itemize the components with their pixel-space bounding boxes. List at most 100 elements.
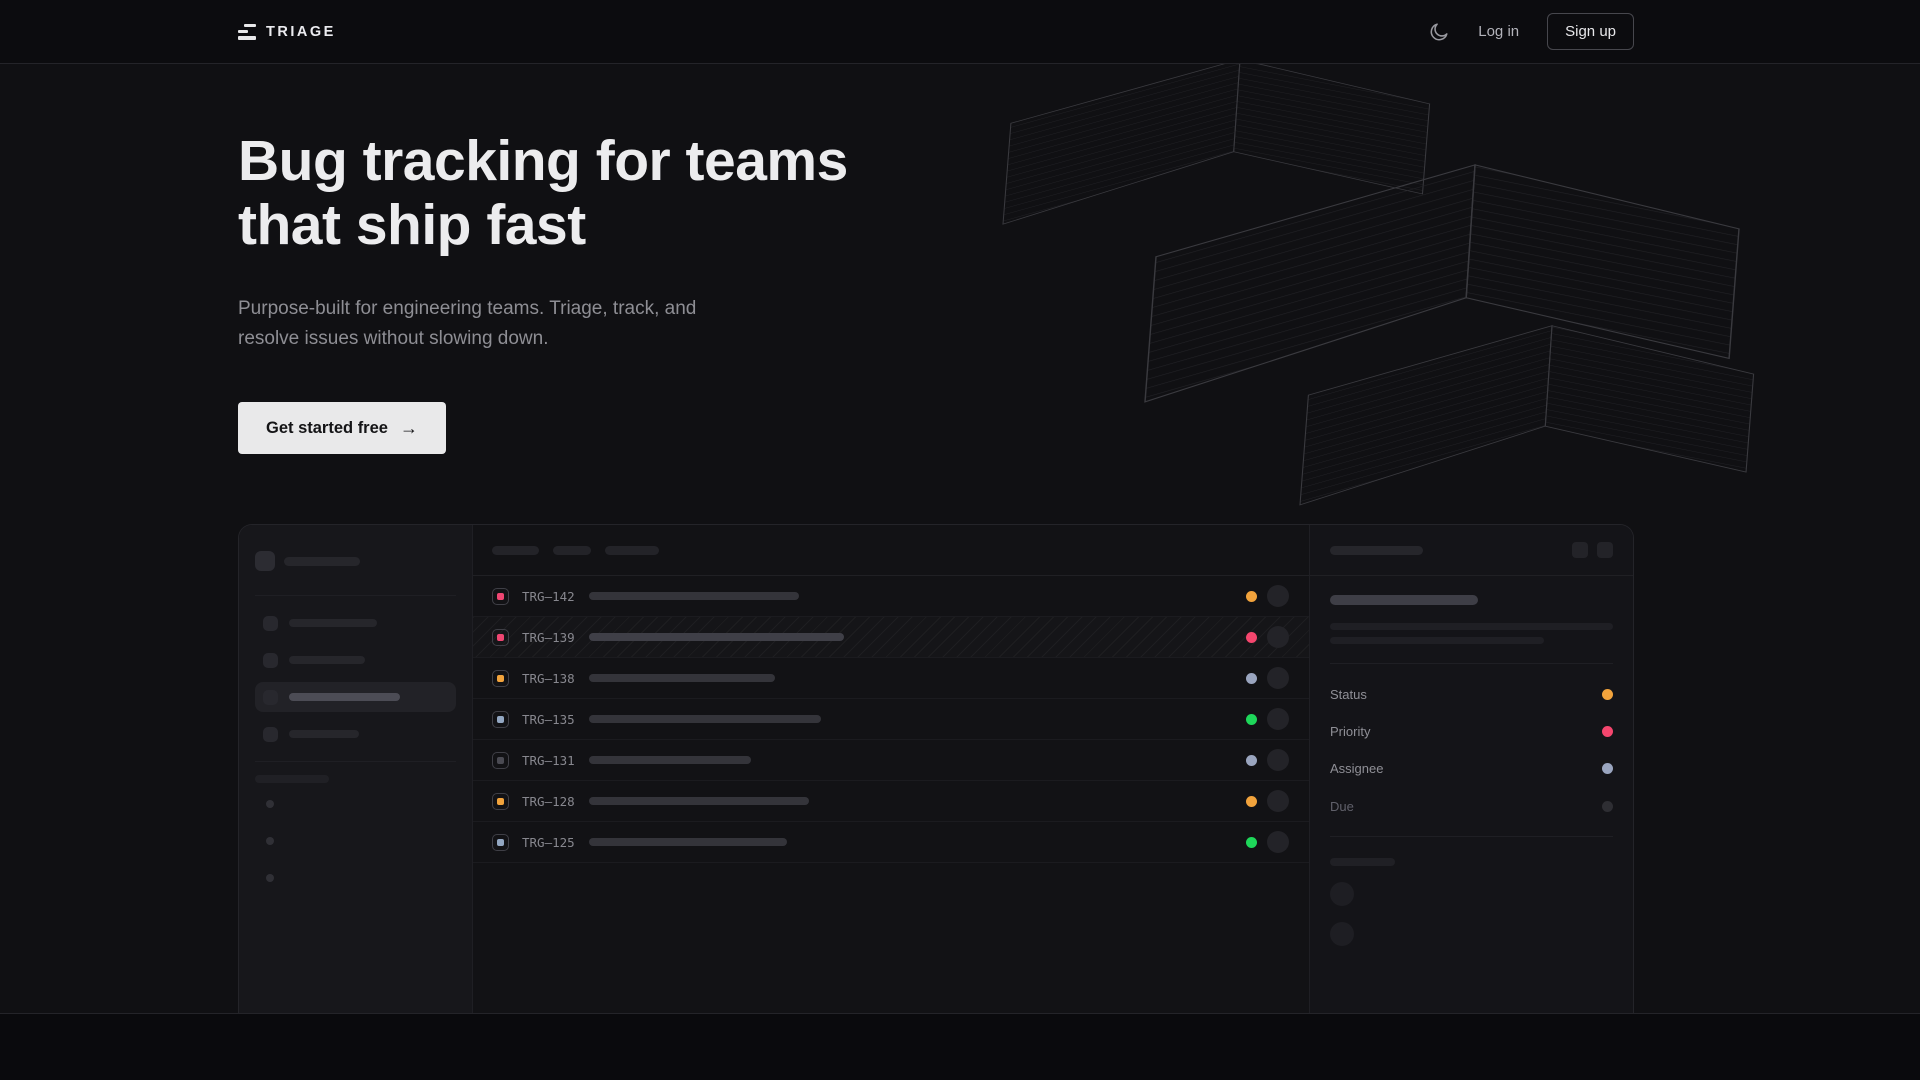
priority-icon xyxy=(492,710,509,728)
mockup-sidebar-dots xyxy=(266,800,456,883)
detail-fields: Status Priority Assignee xyxy=(1330,675,1613,825)
issue-id: TRG–135 xyxy=(522,711,575,727)
issue-detail-panel: Status Priority Assignee xyxy=(1309,525,1633,1013)
log-in-link[interactable]: Log in xyxy=(1478,23,1520,40)
get-started-label: Get started free xyxy=(266,418,388,437)
mockup-sidebar xyxy=(239,525,473,1013)
assignee-avatar xyxy=(1267,585,1289,608)
hero-title-line1: Bug tracking for teams xyxy=(238,129,848,193)
issue-row: TRG–131 xyxy=(473,740,1309,782)
hero-title-line2: that ship fast xyxy=(238,192,586,257)
issue-title-skeleton xyxy=(588,756,751,765)
status-dot xyxy=(1246,590,1257,602)
assignee-avatar xyxy=(1267,831,1289,854)
detail-action-icon xyxy=(1597,542,1613,559)
nav-item-icon xyxy=(263,652,278,668)
field-value-dot xyxy=(1602,763,1613,775)
hero-subtitle: Purpose-built for engineering teams. Tri… xyxy=(238,297,697,350)
priority-icon xyxy=(492,628,509,646)
issue-row: TRG–125 xyxy=(473,822,1309,864)
triage-logo-icon xyxy=(238,23,256,40)
hero-section: Bug tracking for teams that ship fast Pu… xyxy=(0,64,1920,1013)
issue-title-skeleton xyxy=(588,633,844,642)
detail-field-row: Due xyxy=(1330,788,1613,825)
issue-id: TRG–128 xyxy=(522,793,575,809)
brand[interactable]: TRIAGE xyxy=(238,23,336,40)
priority-icon xyxy=(492,833,509,851)
workspace-avatar xyxy=(255,551,275,572)
field-label: Priority xyxy=(1330,724,1371,740)
issue-row: TRG–128 xyxy=(473,781,1309,823)
divider xyxy=(255,761,456,763)
status-dot xyxy=(1246,795,1257,807)
assignee-avatar xyxy=(1267,790,1289,813)
nav-item-icon xyxy=(263,726,278,742)
assignee-avatar xyxy=(1267,667,1289,690)
field-value-dot xyxy=(1602,688,1613,700)
mockup-workspace-switcher xyxy=(255,551,456,572)
assignee-avatar xyxy=(1267,626,1289,649)
field-label: Status xyxy=(1330,686,1367,702)
nav-item-icon xyxy=(263,689,278,705)
activity-avatar xyxy=(1330,922,1354,946)
get-started-button[interactable]: Get started free → xyxy=(238,402,446,455)
issue-row: TRG–138 xyxy=(473,658,1309,700)
workspace-name-skeleton xyxy=(284,556,360,566)
theme-toggle-button[interactable] xyxy=(1428,21,1450,43)
issue-row: TRG–135 xyxy=(473,699,1309,741)
assignee-avatar xyxy=(1267,749,1289,772)
brand-name: TRIAGE xyxy=(266,23,336,40)
issue-list-header xyxy=(473,525,1309,577)
priority-icon xyxy=(492,792,509,810)
field-value-dot xyxy=(1602,800,1613,812)
field-label: Due xyxy=(1330,798,1354,814)
mockup-nav-item xyxy=(255,645,456,675)
issue-list: TRG–142 TRG–139 xyxy=(473,525,1309,1013)
detail-header xyxy=(1310,525,1633,577)
detail-title-skeleton xyxy=(1330,545,1423,555)
issue-id: TRG–138 xyxy=(522,670,575,686)
priority-icon xyxy=(492,587,509,605)
issue-id: TRG–131 xyxy=(522,752,575,768)
issue-row: TRG–139 xyxy=(473,617,1309,659)
sign-up-button[interactable]: Sign up xyxy=(1547,13,1634,50)
mockup-nav-item xyxy=(255,719,456,749)
assignee-avatar xyxy=(1267,708,1289,731)
app-preview-illustration: TRG–142 TRG–139 xyxy=(238,524,1634,1013)
issue-title-skeleton xyxy=(588,592,799,601)
issue-id: TRG–125 xyxy=(522,834,575,850)
hero-title: Bug tracking for teams that ship fast xyxy=(238,129,1634,258)
next-section-band xyxy=(0,1013,1920,1080)
status-dot xyxy=(1246,836,1257,848)
issue-row: TRG–142 xyxy=(473,576,1309,618)
priority-icon xyxy=(492,669,509,687)
status-dot xyxy=(1246,672,1257,684)
issue-title-skeleton xyxy=(588,715,821,724)
issue-id: TRG–142 xyxy=(522,588,575,604)
detail-action-icon xyxy=(1572,542,1588,559)
issue-title-skeleton xyxy=(1330,595,1478,606)
description-skeleton xyxy=(1330,623,1613,631)
issue-id: TRG–139 xyxy=(522,629,575,645)
divider xyxy=(1330,836,1613,837)
issue-title-skeleton xyxy=(588,674,775,683)
detail-field-row: Assignee xyxy=(1330,750,1613,787)
top-nav: TRIAGE Log in Sign up xyxy=(0,0,1920,64)
activity-label-skeleton xyxy=(1330,858,1395,866)
divider xyxy=(255,595,456,597)
status-dot xyxy=(1246,754,1257,766)
nav-item-icon xyxy=(263,615,278,631)
mockup-nav-item-active xyxy=(255,682,456,713)
arrow-right-icon: → xyxy=(399,418,418,439)
divider xyxy=(1330,663,1613,665)
field-label: Assignee xyxy=(1330,761,1384,777)
status-dot xyxy=(1246,631,1257,643)
moon-icon xyxy=(1430,22,1448,40)
issue-title-skeleton xyxy=(588,797,809,806)
priority-icon xyxy=(492,751,509,769)
status-dot xyxy=(1246,713,1257,725)
detail-field-row: Priority xyxy=(1330,713,1613,750)
activity-avatar xyxy=(1330,882,1354,906)
issue-title-skeleton xyxy=(588,838,787,847)
mockup-nav-item xyxy=(255,608,456,638)
